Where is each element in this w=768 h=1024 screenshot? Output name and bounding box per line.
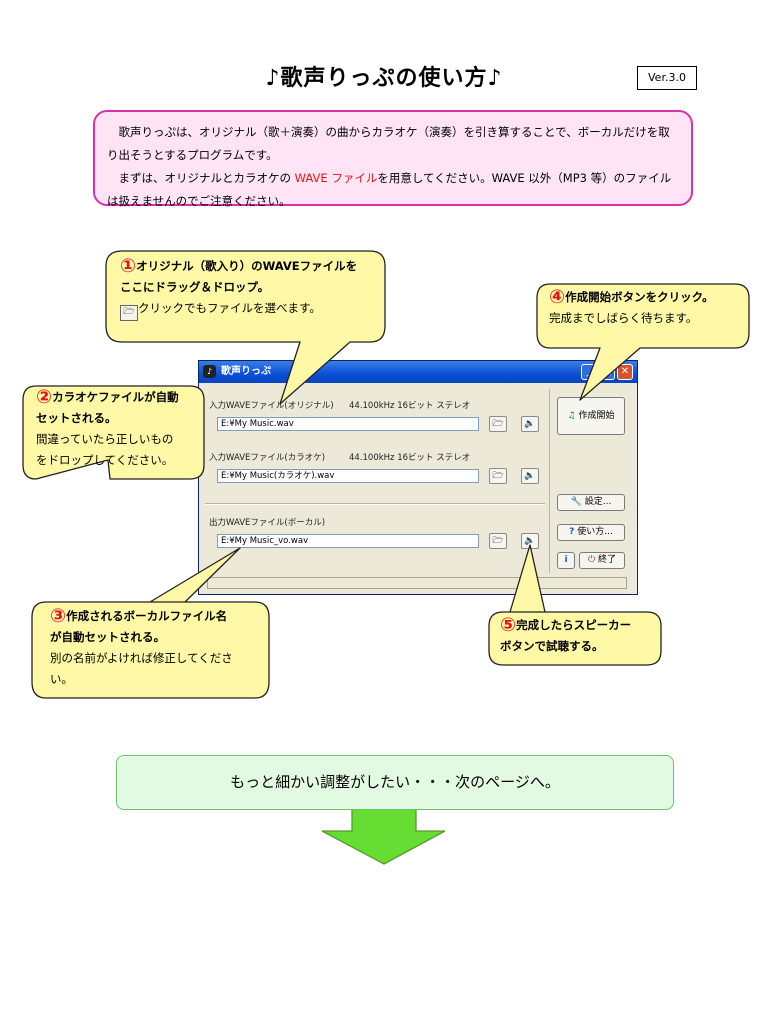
bubble-3-line1: 作成されるボーカルファイル名 (66, 609, 228, 623)
bubble-2-line3: 間違っていたら正しいもの (36, 432, 174, 446)
bubble-4-line1: 作成開始ボタンをクリック。 (565, 290, 714, 304)
bubble-1-number: ① (120, 255, 137, 277)
folder-open-icon: 🗁 (120, 305, 138, 321)
bubble-2-line4: をドロップしてください。 (36, 453, 174, 467)
karaoke-format: 44.100kHz 16ビット ステレオ (349, 453, 471, 463)
intro-line-2: まずは、オリジナルとカラオケの WAVE ファイルを用意してください。WAVE … (107, 167, 679, 213)
input-format: 44.100kHz 16ビット ステレオ (349, 401, 471, 411)
bubble-4-line2: 完成までしばらく待ちます。 (549, 311, 698, 325)
bubble-2-number: ② (36, 386, 53, 408)
bubble-5: ⑤完成したらスピーカー ボタンで試聴する。 (500, 615, 660, 657)
bubble-5-number: ⑤ (500, 614, 517, 636)
bubble-2: ②カラオケファイルが自動 セットされる。 間違っていたら正しいもの をドロップし… (36, 387, 206, 471)
bubble-4: ④作成開始ボタンをクリック。 完成までしばらく待ちます。 (549, 287, 747, 329)
close-icon[interactable]: ✕ (617, 364, 633, 380)
exit-button[interactable]: ⏻ 終了 (579, 552, 625, 569)
intro-box: 歌声りっぷは、オリジナル（歌＋演奏）の曲からカラオケ（演奏）を引き算することで、… (93, 110, 693, 208)
settings-button-label: 設定... (584, 497, 612, 507)
right-panel (549, 389, 632, 573)
howto-button-label: 使い方... (577, 527, 613, 537)
next-page-box: もっと細かい調整がしたい・・・次のページへ。 (116, 755, 674, 810)
bubble-5-line1: 完成したらスピーカー (516, 618, 632, 632)
down-arrow-icon (321, 805, 446, 865)
bubble-1: ①オリジナル（歌入り）のWAVEファイルを ここにドラッグ＆ドロップ。 🗁クリッ… (120, 256, 385, 321)
bubble-5-line2: ボタンで試聴する。 (500, 639, 604, 653)
input-file-field[interactable]: E:¥My Music.wav (217, 417, 479, 431)
help-icon: ? (569, 527, 575, 537)
start-button[interactable]: ♫ 作成開始 (557, 397, 625, 435)
bubble-3-number: ③ (50, 605, 67, 627)
info-icon[interactable]: i (557, 552, 575, 569)
bubble-1-line2: ここにドラッグ＆ドロップ。 (120, 280, 270, 294)
folder-open-icon[interactable]: 🗁 (489, 468, 507, 484)
bubble-5-shape (488, 544, 662, 666)
karaoke-label: 入力WAVEファイル(カラオケ) (209, 453, 326, 463)
speaker-icon[interactable]: 🔈 (521, 416, 539, 432)
output-file-field[interactable]: E:¥My Music_vo.wav (217, 534, 479, 548)
output-label: 出力WAVEファイル(ボーカル) (209, 518, 326, 528)
intro-text-1: 歌声りっぷは、オリジナル（歌＋演奏）の曲からカラオケ（演奏）を引き算することで、… (107, 125, 670, 162)
intro-text-2a: まずは、オリジナルとカラオケの (118, 171, 295, 185)
bubble-3-shape (31, 547, 270, 699)
bubble-3-line4: い。 (50, 672, 73, 686)
settings-button[interactable]: 🔧 設定... (557, 494, 625, 511)
folder-open-icon[interactable]: 🗁 (489, 533, 507, 549)
bubble-1-line1: オリジナル（歌入り）のWAVEファイルを (136, 259, 358, 273)
intro-text-2b: を用意してください。WAVE 以外（MP3 等）のファイルは扱えませんのでご注意… (107, 171, 672, 208)
intro-wave-highlight: WAVE ファイル (294, 171, 378, 185)
intro-line-1: 歌声りっぷは、オリジナル（歌＋演奏）の曲からカラオケ（演奏）を引き算することで、… (107, 121, 679, 167)
bubble-4-shape (536, 283, 750, 401)
app-window-screenshot: 歌声りっぷ ♪ _ □ ✕ 入力WAVEファイル(オリジナル) 44.100kH… (198, 360, 638, 595)
karaoke-file-field[interactable]: E:¥My Music(カラオケ).wav (217, 469, 479, 483)
wrench-icon: 🔧 (570, 497, 582, 507)
window-title: 歌声りっぷ (221, 366, 271, 377)
app-icon: ♪ (203, 365, 216, 378)
folder-open-icon[interactable]: 🗁 (489, 416, 507, 432)
bubble-3-line2: が自動セットされる。 (50, 630, 165, 644)
start-button-label: 作成開始 (578, 411, 615, 421)
power-icon: ⏻ (587, 555, 596, 565)
bubble-4-number: ④ (549, 286, 566, 308)
exit-button-label: 終了 (597, 555, 616, 565)
separator (205, 503, 545, 505)
input-label: 入力WAVEファイル(オリジナル) (209, 401, 334, 411)
next-page-text: もっと細かい調整がしたい・・・次のページへ。 (230, 773, 560, 791)
bubble-3-line3: 別の名前がよければ修正してくださ (50, 651, 233, 665)
speaker-icon[interactable]: 🔈 (521, 468, 539, 484)
music-note-icon: ♫ (567, 411, 576, 421)
bubble-2-shape (22, 385, 205, 480)
version-badge: Ver.3.0 (637, 66, 697, 90)
bubble-1-line3: クリックでもファイルを選べます。 (138, 301, 321, 315)
bubble-1-shape (105, 250, 386, 405)
page-title: ♪歌声りっぷの使い方♪ (265, 66, 503, 91)
howto-button[interactable]: ? 使い方... (557, 524, 625, 541)
bubble-2-line1: カラオケファイルが自動 (52, 390, 179, 404)
bubble-2-line2: セットされる。 (36, 411, 117, 425)
bubble-3: ③作成されるボーカルファイル名 が自動セットされる。 別の名前がよければ修正して… (50, 606, 268, 690)
